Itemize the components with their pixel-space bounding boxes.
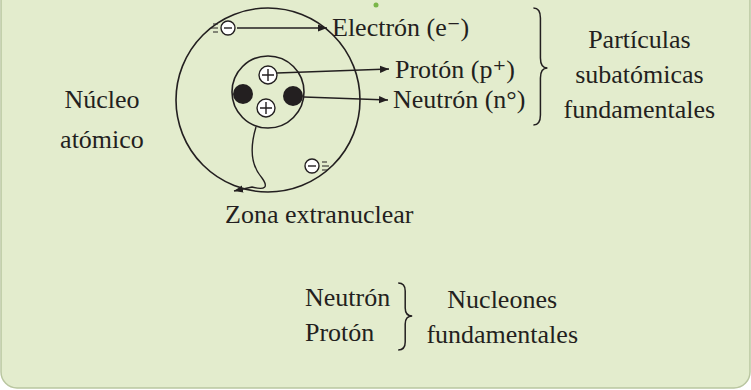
nucleon-label: Neutrón <box>305 282 390 313</box>
group-label: Nucleones fundamentales <box>416 282 588 352</box>
leader-arrow <box>277 69 389 73</box>
motion-lines <box>211 24 218 32</box>
leader-arrow <box>304 97 388 100</box>
part-label: Zona extranuclear <box>225 199 413 230</box>
group-label: Partículas subatómicas fundamentales <box>553 22 725 127</box>
part-label: Núcleo atómico <box>46 80 158 160</box>
particle-label: Protón (p⁺) <box>395 54 515 85</box>
particle-label: Electrón (e⁻) <box>332 12 469 43</box>
leader-arrow <box>234 127 265 191</box>
particle-label: Neutrón (n°) <box>393 84 525 115</box>
nucleon-label: Protón <box>305 317 374 348</box>
plus-sign <box>262 69 274 81</box>
proton-circle <box>259 66 277 84</box>
curly-brace <box>533 8 547 125</box>
nucleus-circle <box>232 56 304 128</box>
brace-path <box>533 8 547 125</box>
leader-arrow <box>237 27 327 28</box>
minus-sign <box>308 165 316 166</box>
neutron-symbol <box>233 84 253 104</box>
proton-symbol <box>257 99 275 117</box>
minus-sign <box>224 27 232 28</box>
motion-lines <box>322 162 329 170</box>
proton-circle <box>257 99 275 117</box>
electron-symbol <box>211 21 235 35</box>
plus-sign <box>260 102 272 114</box>
neutron-symbol <box>283 86 303 106</box>
electron-circle <box>221 21 235 35</box>
curly-brace <box>398 283 412 350</box>
brace-path <box>398 283 412 350</box>
electron-circle <box>305 159 319 173</box>
electron-symbol <box>305 159 329 173</box>
proton-symbol <box>259 66 277 84</box>
marker-dot <box>374 3 379 8</box>
